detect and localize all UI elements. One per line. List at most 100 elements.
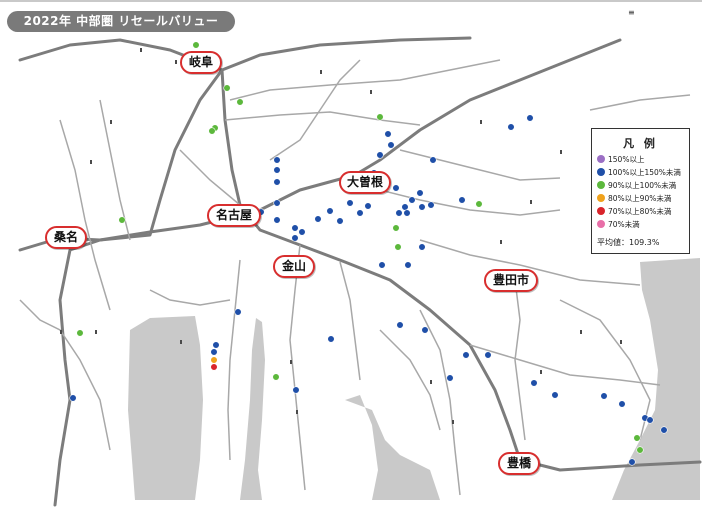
legend-dot-orange	[597, 194, 605, 202]
station-dot	[628, 458, 636, 466]
station-dot	[475, 200, 483, 208]
station-dot	[421, 326, 429, 334]
line-s	[589, 94, 691, 111]
line-h	[399, 149, 561, 181]
city-label-kanayama: 金山	[273, 255, 315, 278]
city-label-kuwana: 桑名	[45, 226, 87, 249]
city-label-toyohashi: 豊橋	[498, 452, 540, 475]
line-c	[269, 59, 361, 161]
station-dot	[210, 356, 218, 364]
station-dot	[314, 215, 322, 223]
station-dot	[403, 209, 411, 217]
legend-dot-red	[597, 207, 605, 215]
line-o	[19, 299, 111, 451]
station-dot	[210, 363, 218, 371]
legend-dot-pink	[597, 220, 605, 228]
station-dot	[384, 130, 392, 138]
takayama-line	[220, 36, 472, 72]
station-dot	[236, 98, 244, 106]
line-e	[227, 259, 241, 461]
station-dot	[212, 341, 220, 349]
station-dot	[396, 321, 404, 329]
legend-item-under-70: 70%未満	[597, 219, 640, 231]
map-legend: 凡 例 150%以上 100%以上150%未満 90%以上100%未満 80%以…	[591, 128, 690, 254]
chuo-line	[258, 38, 622, 212]
station-dot	[458, 196, 466, 204]
station-dot	[418, 203, 426, 211]
station-dot	[356, 209, 364, 217]
station-dot	[392, 224, 400, 232]
atsumi-south-sea	[612, 258, 700, 500]
line-n	[59, 119, 111, 311]
legend-label: 100%以上150%未満	[608, 168, 681, 177]
station-dot	[427, 201, 435, 209]
station-dot	[376, 151, 384, 159]
legend-dot-purple	[597, 155, 605, 163]
station-markers	[69, 41, 668, 471]
station-dot	[336, 217, 344, 225]
line-a	[224, 111, 421, 126]
station-dot	[69, 394, 77, 402]
station-dot	[633, 434, 641, 442]
station-dot	[76, 329, 84, 337]
city-label-nagoya: 名古屋	[207, 204, 261, 227]
line-k	[469, 344, 661, 386]
line-q	[149, 289, 231, 306]
legend-label: 70%以上80%未満	[608, 207, 672, 216]
station-dot	[234, 308, 242, 316]
line-i	[419, 239, 641, 286]
map-title: 2022年 中部圏 リセールバリュー	[7, 11, 235, 32]
station-dot	[118, 216, 126, 224]
station-dot	[378, 261, 386, 269]
station-dot	[600, 392, 608, 400]
station-ticks	[60, 48, 622, 424]
station-dot	[192, 41, 200, 49]
station-dot	[273, 156, 281, 164]
line-f	[339, 261, 361, 381]
station-dot	[273, 178, 281, 186]
ise-bay	[128, 316, 203, 500]
line-r	[559, 299, 651, 441]
legend-item-90-100: 90%以上100%未満	[597, 180, 676, 192]
station-dot	[291, 234, 299, 242]
station-dot	[462, 351, 470, 359]
station-dot	[273, 199, 281, 207]
city-label-gifu: 岐阜	[180, 51, 222, 74]
station-dot	[272, 373, 280, 381]
legend-label: 80%以上90%未満	[608, 194, 672, 203]
station-dot	[618, 400, 626, 408]
station-dot	[418, 243, 426, 251]
line-p	[179, 149, 241, 206]
station-dot	[291, 224, 299, 232]
station-dot	[273, 166, 281, 174]
station-dot	[660, 426, 668, 434]
secondary-rail-lines	[19, 59, 691, 496]
station-dot	[416, 189, 424, 197]
corner-mark: ≡	[628, 8, 635, 17]
station-dot	[408, 196, 416, 204]
line-b	[229, 59, 501, 101]
kansai-line	[53, 213, 242, 507]
station-dot	[429, 156, 437, 164]
station-dot	[364, 202, 372, 210]
line-j	[514, 279, 526, 441]
legend-average: 平均値：109.3%	[597, 238, 660, 247]
station-dot	[446, 374, 454, 382]
station-dot	[298, 228, 306, 236]
station-dot	[208, 127, 216, 135]
legend-item-80-90: 80%以上90%未満	[597, 193, 671, 205]
station-dot	[292, 386, 300, 394]
legend-label: 150%以上	[608, 155, 645, 164]
station-dot	[210, 348, 218, 356]
city-label-ozone: 大曽根	[339, 171, 391, 194]
station-dot	[551, 391, 559, 399]
legend-dot-green	[597, 181, 605, 189]
station-dot	[395, 209, 403, 217]
station-dot	[526, 114, 534, 122]
station-dot	[326, 207, 334, 215]
legend-item-70-80: 70%以上80%未満	[597, 206, 671, 218]
legend-item-150-plus: 150%以上	[597, 154, 644, 166]
